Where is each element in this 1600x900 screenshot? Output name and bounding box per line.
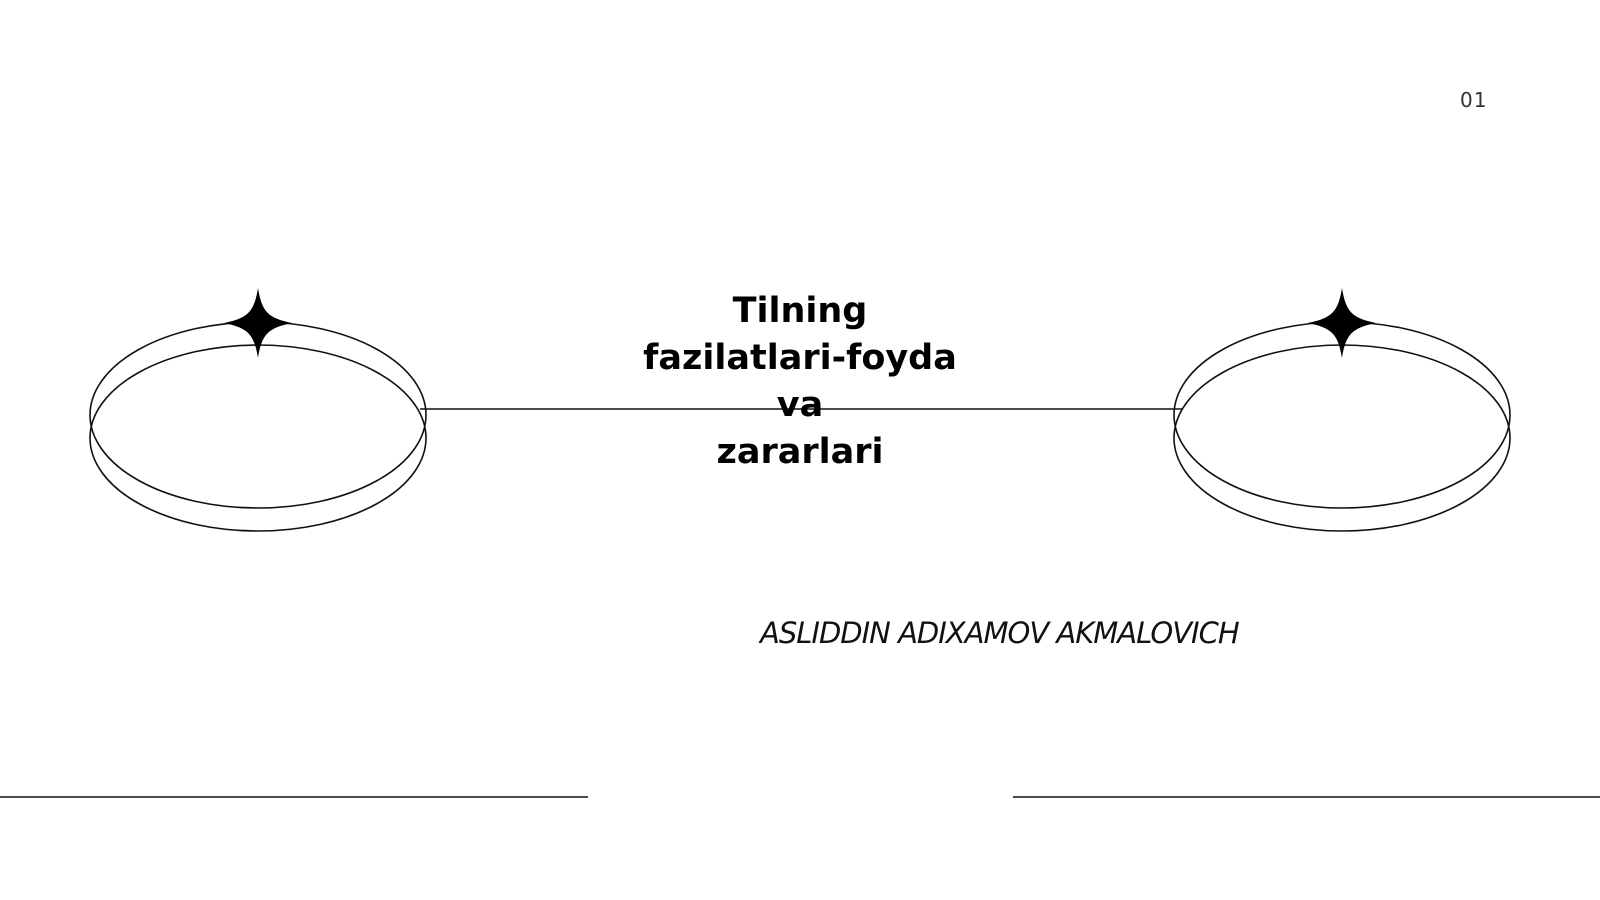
slide-title: Tilning fazilatlari-foyda va zararlari: [600, 288, 1000, 476]
title-line: zararlari: [716, 432, 884, 472]
author-name: ASLIDDIN ADIXAMOV AKMALOVICH: [760, 616, 1240, 650]
title-line: fazilatlari-foyda: [643, 338, 957, 378]
page-number: 01: [1460, 88, 1488, 112]
left-sparkle-icon: [224, 288, 292, 358]
title-line: va: [776, 385, 824, 425]
right-sparkle-icon: [1308, 288, 1376, 358]
title-line: Tilning: [732, 291, 868, 331]
